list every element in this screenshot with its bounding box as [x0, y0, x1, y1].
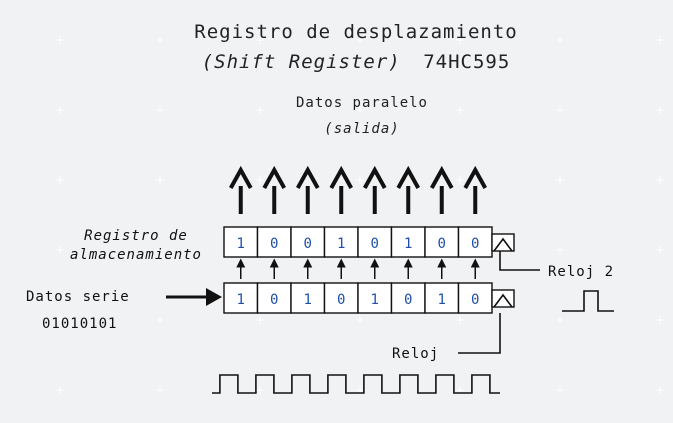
storage-bit: 0: [438, 236, 446, 252]
transfer-arrows: [236, 258, 480, 279]
output-arrow: [463, 165, 487, 214]
output-arrow: [296, 165, 320, 214]
shift-clock-edge-icon: [493, 293, 513, 308]
storage-cell: [424, 226, 460, 258]
storage-cell: [256, 226, 292, 258]
output-sublabel: (salida): [324, 121, 399, 137]
storage-cell: [457, 226, 493, 258]
shift-cell: [357, 282, 393, 314]
shift-bit: 0: [471, 292, 479, 308]
clock-label: Reloj: [392, 346, 439, 362]
storage-bit: 0: [471, 236, 479, 252]
clock-2-wire: [499, 251, 540, 271]
output-arrow: [229, 165, 253, 214]
storage-bit: 0: [270, 236, 278, 252]
storage-cell: [357, 226, 393, 258]
clock-wire: [458, 313, 501, 354]
shift-bit: 1: [438, 292, 446, 308]
storage-label-line-2: almacenamiento: [70, 247, 202, 263]
storage-bit: 0: [304, 236, 312, 252]
shift-bit: 0: [270, 292, 278, 308]
shift-cell: [390, 282, 426, 314]
storage-clock-edge-icon: [493, 237, 513, 252]
title-line-1: Registro de desplazamiento: [194, 21, 517, 43]
shift-bit: 0: [404, 292, 412, 308]
shift-cell: [290, 282, 326, 314]
output-arrow: [396, 165, 420, 214]
storage-register: 1 0 0 1 0 1 0 0: [223, 226, 515, 258]
title-italic-part: (Shift Register): [202, 51, 401, 73]
shift-cell: [323, 282, 359, 314]
background-grid-marks: [56, 36, 664, 394]
parallel-output-arrows: [229, 165, 487, 214]
storage-bit: 1: [237, 236, 245, 252]
output-label: Datos paralelo: [296, 95, 428, 111]
output-arrow: [262, 165, 286, 214]
title-model: 74HC595: [423, 51, 510, 73]
clock-2-pulse: [562, 290, 614, 312]
serial-value: 01010101: [42, 316, 117, 332]
shift-cell: [256, 282, 292, 314]
shift-bit: 1: [237, 292, 245, 308]
serial-input-arrow: [166, 288, 222, 306]
shift-cell: [457, 282, 493, 314]
shift-bit: 0: [337, 292, 345, 308]
storage-bit: 1: [337, 236, 345, 252]
output-arrow: [363, 165, 387, 214]
storage-label-line-1: Registro de: [84, 228, 188, 244]
clock-2-label: Reloj 2: [548, 264, 614, 280]
clock-pulse-train: [212, 374, 500, 394]
shift-bit: 1: [371, 292, 379, 308]
serial-label: Datos serie: [26, 289, 130, 305]
title-line-2: (Shift Register) 74HC595: [202, 51, 511, 73]
output-arrow: [329, 165, 353, 214]
shift-register: 1 0 1 0 1 0 1 0: [223, 282, 515, 314]
storage-bit: 1: [404, 236, 412, 252]
storage-bit: 0: [371, 236, 379, 252]
output-arrow: [430, 165, 454, 214]
shift-bit: 1: [304, 292, 312, 308]
